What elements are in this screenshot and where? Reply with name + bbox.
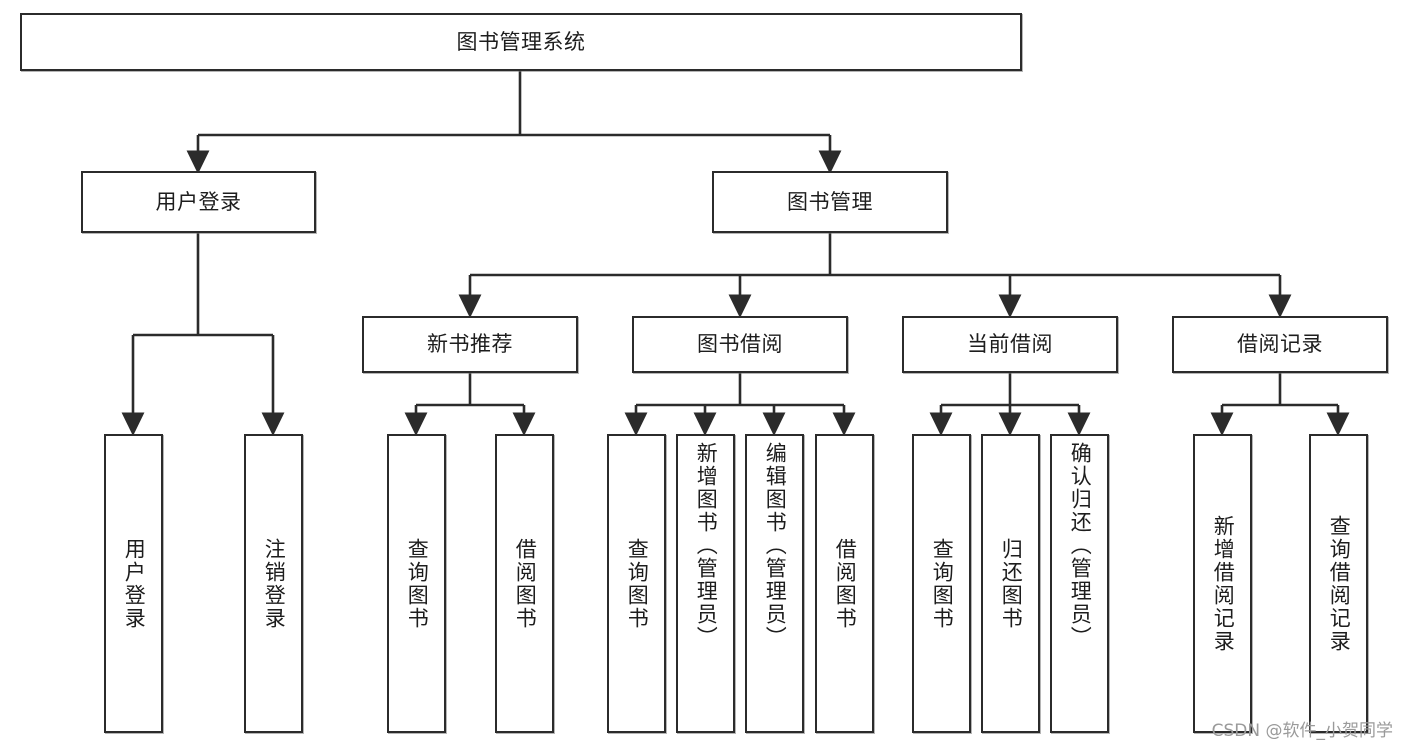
node-label: 图书借阅 xyxy=(697,332,783,357)
leaf-record-query[interactable]: 查询借阅记录 xyxy=(1309,434,1368,733)
node-label: 图书管理 xyxy=(787,189,873,214)
node-label: 注销登录 xyxy=(262,537,287,630)
node-label: 归还图书 xyxy=(999,537,1024,630)
leaf-current-confirm-return[interactable]: 确认归还（管理员） xyxy=(1050,434,1109,733)
leaf-recommend-borrow-book[interactable]: 借阅图书 xyxy=(495,434,554,733)
leaf-borrow-edit-book[interactable]: 编辑图书（管理员） xyxy=(745,434,804,733)
node-user-login[interactable]: 用户登录 xyxy=(81,171,316,233)
node-label: 查询图书 xyxy=(930,537,955,630)
node-label: 借阅记录 xyxy=(1237,332,1323,357)
node-label: 当前借阅 xyxy=(967,332,1053,357)
node-label: 编辑图书（管理员） xyxy=(763,442,788,649)
leaf-user-login[interactable]: 用户登录 xyxy=(104,434,163,733)
leaf-current-return-book[interactable]: 归还图书 xyxy=(981,434,1040,733)
node-label: 新增借阅记录 xyxy=(1211,514,1236,653)
node-label: 查询借阅记录 xyxy=(1327,514,1352,653)
leaf-current-query-book[interactable]: 查询图书 xyxy=(912,434,971,733)
node-new-book-recommend[interactable]: 新书推荐 xyxy=(362,316,578,373)
node-label: 用户登录 xyxy=(155,189,242,214)
leaf-borrow-add-book[interactable]: 新增图书（管理员） xyxy=(676,434,735,733)
node-label: 新增图书（管理员） xyxy=(694,442,719,649)
node-root[interactable]: 图书管理系统 xyxy=(20,13,1022,71)
node-label: 图书管理系统 xyxy=(456,29,586,54)
leaf-borrow-query-book[interactable]: 查询图书 xyxy=(607,434,666,733)
node-current-borrow[interactable]: 当前借阅 xyxy=(902,316,1118,373)
node-borrow-record[interactable]: 借阅记录 xyxy=(1172,316,1388,373)
leaf-logout[interactable]: 注销登录 xyxy=(244,434,303,733)
watermark: CSDN @软件_小贺同学 xyxy=(1211,721,1393,741)
node-book-management[interactable]: 图书管理 xyxy=(712,171,948,233)
node-label: 借阅图书 xyxy=(513,537,538,630)
node-label: 用户登录 xyxy=(122,537,147,630)
node-book-borrow[interactable]: 图书借阅 xyxy=(632,316,848,373)
node-label: 借阅图书 xyxy=(833,537,858,630)
node-label: 查询图书 xyxy=(625,537,650,630)
leaf-record-add[interactable]: 新增借阅记录 xyxy=(1193,434,1252,733)
leaf-borrow-borrow-book[interactable]: 借阅图书 xyxy=(815,434,874,733)
node-label: 确认归还（管理员） xyxy=(1068,442,1093,649)
node-label: 新书推荐 xyxy=(427,332,513,357)
node-label: 查询图书 xyxy=(405,537,430,630)
leaf-recommend-query-book[interactable]: 查询图书 xyxy=(387,434,446,733)
